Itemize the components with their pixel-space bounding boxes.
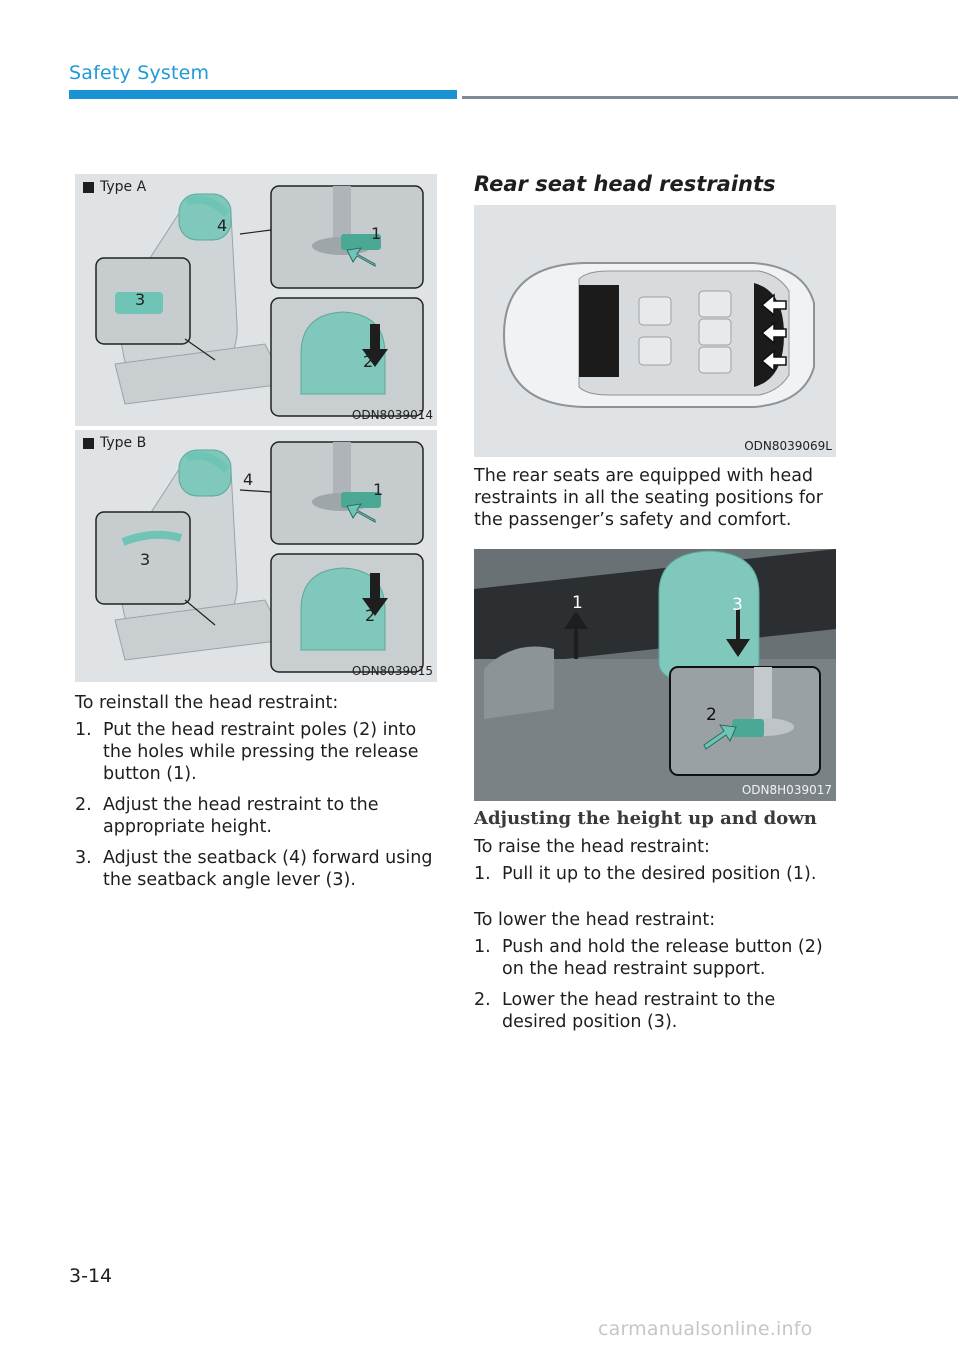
callout-1: 1 — [371, 224, 382, 243]
step-number: 1. — [474, 937, 491, 957]
callout-1: 1 — [572, 593, 583, 613]
raise-steps: 1. Pull it up to the desired position (1)… — [474, 863, 836, 894]
step-number: 1. — [474, 864, 491, 884]
figure-code: ODN8039069L — [744, 439, 832, 453]
list-item: 1. Put the head restraint poles (2) into … — [75, 719, 437, 785]
figure-code: ODN8H039017 — [741, 783, 832, 797]
type-label-text: Type B — [100, 435, 147, 451]
car-top-view — [474, 205, 836, 457]
page-number: 3-14 — [69, 1265, 113, 1287]
type-label-text: Type A — [100, 179, 147, 195]
step-text: Pull it up to the desired position (1). — [502, 864, 817, 884]
lower-intro: To lower the head restraint: — [474, 910, 716, 930]
list-item: 1. Pull it up to the desired position (1)… — [474, 863, 836, 885]
callout-2: 2 — [706, 705, 717, 725]
list-item: 1. Push and hold the release button (2) o… — [474, 936, 836, 980]
step-text: Lower the head restraint to the desired … — [502, 990, 776, 1032]
figure-code: ODN8039015 — [351, 664, 433, 678]
rear-description: The rear seats are equipped with head re… — [474, 466, 823, 530]
reinstall-steps: 1. Put the head restraint poles (2) into … — [75, 719, 437, 900]
square-bullet-icon — [83, 437, 94, 449]
figure-type-b: Type B 4 1 3 2 ODN8039015 — [75, 430, 437, 682]
reinstall-intro: To reinstall the head restraint: — [75, 693, 339, 713]
figure-rear-top: ODN8039069L — [474, 205, 836, 457]
list-item: 2. Lower the head restraint to the desire… — [474, 989, 836, 1033]
watermark: carmanualsonline.info — [598, 1318, 813, 1340]
figure-type-b-label: Type B — [83, 435, 146, 451]
step-text: Push and hold the release button (2) on … — [502, 937, 823, 979]
callout-2: 2 — [365, 606, 376, 625]
figure-type-a: Type A 4 1 3 2 ODN8039014 — [75, 174, 437, 426]
step-number: 2. — [75, 795, 92, 815]
square-bullet-icon — [83, 181, 94, 193]
step-text: Adjust the seatback (4) forward using th… — [103, 848, 433, 890]
step-text: Put the head restraint poles (2) into th… — [103, 720, 419, 784]
subsection-title: Adjusting the height up and down — [474, 808, 817, 829]
seat-diagram-type-b — [75, 430, 437, 682]
raise-intro: To raise the head restraint: — [474, 837, 710, 857]
seat-diagram-type-a — [75, 174, 437, 426]
callout-3: 3 — [140, 550, 151, 569]
callout-4: 4 — [217, 216, 228, 235]
callout-2: 2 — [363, 352, 374, 371]
callout-3: 3 — [732, 595, 743, 615]
step-number: 2. — [474, 990, 491, 1010]
figure-type-a-label: Type A — [83, 179, 146, 195]
callout-1: 1 — [373, 480, 384, 499]
callout-3: 3 — [135, 290, 146, 309]
lower-steps: 1. Push and hold the release button (2) o… — [474, 936, 836, 1042]
list-item: 3. Adjust the seatback (4) forward using … — [75, 847, 437, 891]
header-accent-bar — [69, 90, 457, 99]
figure-rear-headrest: 1 3 2 ODN8H039017 — [474, 549, 836, 801]
callout-4: 4 — [243, 470, 254, 489]
figure-code: ODN8039014 — [351, 408, 433, 422]
header-title: Safety System — [69, 62, 210, 84]
step-number: 1. — [75, 720, 92, 740]
header-divider — [462, 96, 958, 99]
step-text: Adjust the head restraint to the appropr… — [103, 795, 379, 837]
section-title: Rear seat head restraints — [474, 172, 776, 196]
rear-headrest-photo — [474, 549, 836, 801]
step-number: 3. — [75, 848, 92, 868]
list-item: 2. Adjust the head restraint to the appro… — [75, 794, 437, 838]
